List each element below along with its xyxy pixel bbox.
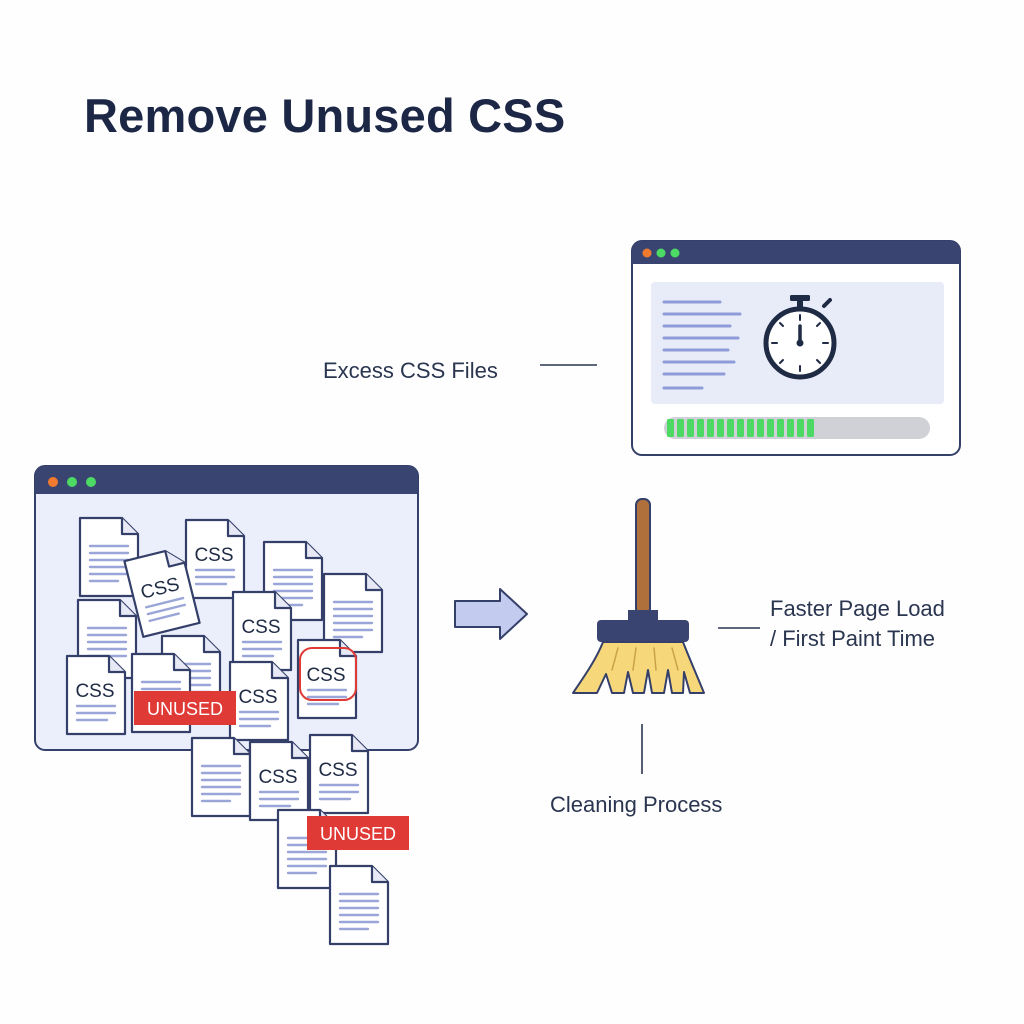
progress-segment: [767, 419, 774, 437]
window-dot-green: [670, 248, 680, 258]
page-title: Remove Unused CSS: [84, 89, 566, 142]
css-file-tag: CSS: [75, 681, 114, 702]
unused-tag: UNUSED: [307, 816, 409, 850]
document-icon: CSS: [65, 654, 127, 736]
unused-tag: UNUSED: [134, 691, 236, 725]
css-file-tag: CSS: [318, 760, 357, 781]
css-file-tag: CSS: [194, 545, 233, 566]
progress-segment: [727, 419, 734, 437]
css-file-tag: CSS: [241, 617, 280, 638]
document-icon: CSS: [308, 733, 370, 815]
faster-load-label-line2: / First Paint Time: [770, 626, 936, 651]
progress-segment: [787, 419, 794, 437]
window-dot-green: [67, 477, 77, 487]
content-lines: [662, 300, 742, 390]
svg-text:UNUSED: UNUSED: [320, 824, 396, 844]
progress-segment: [677, 419, 684, 437]
progress-segment: [747, 419, 754, 437]
progress-segment: [667, 419, 674, 437]
load-progress-bar: [664, 417, 930, 439]
css-file-tag: CSS: [238, 687, 277, 708]
progress-segment: [777, 419, 784, 437]
progress-segment: [697, 419, 704, 437]
css-file-tag: CSS: [258, 767, 297, 788]
document-icon: [190, 736, 252, 818]
progress-segment: [717, 419, 724, 437]
document-icon: CSS: [184, 518, 246, 600]
fast-page-window: [631, 240, 961, 456]
document-icon: CSS: [228, 660, 290, 742]
progress-segment: [707, 419, 714, 437]
document-icon: CSS: [296, 638, 358, 720]
progress-segment: [737, 419, 744, 437]
progress-segment: [807, 419, 814, 437]
css-file-tag: CSS: [306, 665, 345, 686]
cleaning-process-label: Cleaning Process: [550, 792, 723, 817]
excess-css-label: Excess CSS Files: [323, 358, 498, 383]
progress-segment: [687, 419, 694, 437]
faster-load-label-line1: Faster Page Load: [770, 596, 945, 621]
unused-highlight-ring: [299, 647, 357, 701]
window-dot-orange: [642, 248, 652, 258]
progress-segment: [757, 419, 764, 437]
progress-segment: [797, 419, 804, 437]
window-dot-orange: [48, 477, 58, 487]
broom-icon: [572, 498, 705, 694]
document-icon: CSS: [231, 590, 293, 672]
arrow-right-icon: [454, 588, 528, 640]
css-file-pile: CSS CSS CSS CSS CSS CSS CSS CSS UNUSED U…: [65, 516, 409, 946]
svg-text:UNUSED: UNUSED: [147, 699, 223, 719]
document-icon: CSS: [248, 740, 310, 822]
document-icon: CSS: [123, 546, 201, 638]
stopwatch-icon: [763, 295, 837, 380]
window-dot-green: [86, 477, 96, 487]
window-dot-green: [656, 248, 666, 258]
document-icon: [328, 864, 390, 946]
